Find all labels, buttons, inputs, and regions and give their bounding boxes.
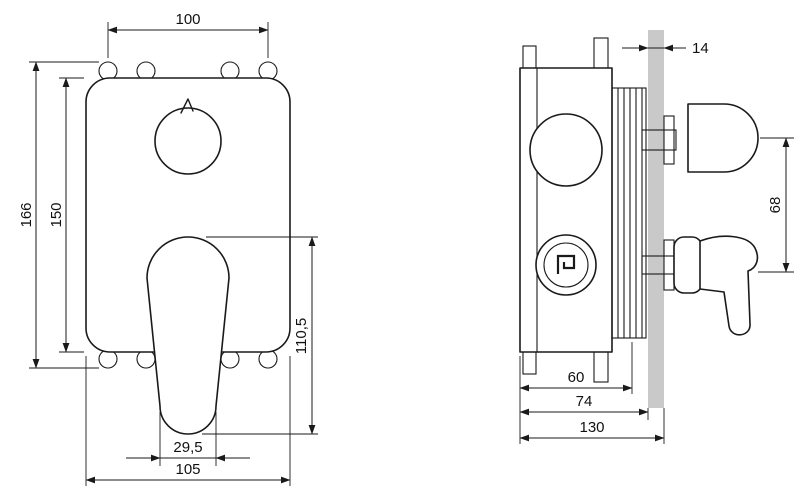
dimensions-side: 14 68 60 74 130 — [519, 40, 794, 444]
dim-overall-height: 166 — [18, 61, 99, 369]
dim-label-top-width: 100 — [175, 11, 200, 28]
dim-label-overall-height: 166 — [18, 202, 35, 227]
wall-section — [648, 30, 664, 408]
dim-handle-length: 110,5 — [202, 236, 318, 435]
dim-body-depth: 60 — [519, 342, 633, 394]
dim-label-depth-to-wall: 74 — [576, 393, 593, 410]
dimensions-front: 100 166 150 110,5 — [18, 11, 318, 486]
dim-label-overall-depth: 130 — [579, 419, 604, 436]
diverter-knob-front — [154, 98, 222, 175]
dim-overall-depth: 130 — [519, 408, 665, 444]
dim-handle-tip-width: 29,5 — [126, 412, 250, 466]
dim-depth-to-wall: 74 — [519, 393, 649, 420]
dim-knob-handle-distance: 68 — [758, 137, 794, 273]
mounting-bracket-side — [519, 37, 613, 383]
dim-label-handle-length: 110,5 — [293, 318, 310, 354]
dim-label-handle-tip-width: 29,5 — [173, 439, 202, 456]
dim-label-plate-height: 150 — [48, 202, 65, 227]
brand-logo-mark — [556, 254, 576, 274]
valve-port — [535, 234, 597, 296]
cartridge-sleeve — [611, 87, 647, 339]
dim-label-wall-thickness: 14 — [692, 40, 709, 57]
dim-top-width: 100 — [107, 11, 269, 58]
dim-label-body-depth: 60 — [568, 369, 585, 386]
lever-handle-side — [641, 235, 759, 336]
side-view — [519, 30, 759, 408]
dim-plate-height: 150 — [48, 77, 84, 353]
dim-label-knob-handle-distance: 68 — [767, 197, 784, 214]
lever-handle-front — [146, 236, 230, 435]
diverter-knob-side — [641, 103, 759, 173]
top-port-circle — [529, 113, 603, 187]
dim-plate-width: 105 — [85, 356, 291, 486]
dim-label-plate-width: 105 — [175, 461, 200, 478]
diverter-pointer — [180, 98, 194, 114]
dim-wall-thickness: 14 — [622, 40, 709, 57]
front-view — [85, 61, 291, 435]
